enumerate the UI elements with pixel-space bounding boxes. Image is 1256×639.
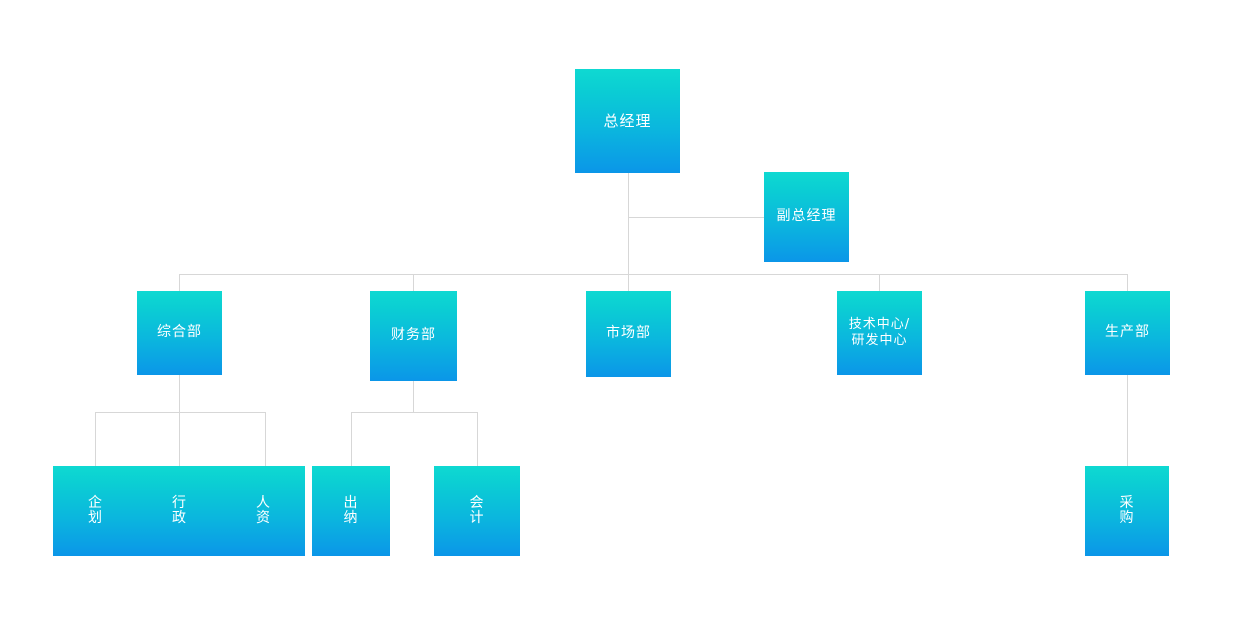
connector-gm-to-deputy [628,217,764,218]
node-accounting-char1: 会 [469,495,485,512]
connector-level2-bus [179,274,1128,275]
connector-finance-stem [413,381,414,412]
node-planning-char1: 企 [88,495,102,512]
connector-gm-trunk [628,173,629,274]
node-administration-char2: 政 [172,510,186,526]
connector-drop-tech-center [879,274,880,291]
node-tech-center[interactable]: 技术中心/ 研发中心 [837,291,922,375]
node-planning[interactable]: 企 划 [53,466,137,556]
node-procurement[interactable]: 采 购 [1085,466,1169,556]
node-finance[interactable]: 财务部 [370,291,457,381]
connector-drop-marketing [628,274,629,291]
node-marketing[interactable]: 市场部 [586,291,671,377]
node-deputy-general-manager-label: 副总经理 [776,208,837,225]
connector-drop-accounting [477,412,478,466]
node-accounting-char2: 计 [469,510,485,526]
node-procurement-label: 采 购 [1120,496,1135,525]
connector-production-to-procurement [1127,375,1128,466]
node-accounting-label: 会 计 [470,496,485,525]
node-general-manager[interactable]: 总经理 [575,69,680,173]
node-general-affairs[interactable]: 综合部 [137,291,222,375]
node-production[interactable]: 生产部 [1085,291,1170,375]
node-human-resources[interactable]: 人 资 [221,466,305,556]
node-finance-label: 财务部 [391,327,436,344]
node-deputy-general-manager[interactable]: 副总经理 [764,172,849,262]
node-production-label: 生产部 [1105,324,1150,341]
node-group-general-affairs-subunits: 企 划 行 政 人 资 [53,466,305,556]
node-marketing-label: 市场部 [606,325,651,342]
connector-general-affairs-bus [95,412,265,413]
node-procurement-char2: 购 [1119,510,1135,526]
connector-general-affairs-stem [179,375,180,412]
node-cashier-char2: 纳 [343,510,359,526]
connector-drop-planning [95,412,96,466]
node-administration-char1: 行 [172,495,186,512]
node-tech-center-line2: 研发中心 [851,333,908,348]
node-planning-label: 企 划 [88,496,102,525]
node-administration-label: 行 政 [172,496,186,525]
connector-drop-general-affairs [179,274,180,291]
node-planning-char2: 划 [88,510,102,526]
node-accounting[interactable]: 会 计 [434,466,520,556]
node-tech-center-line1: 技术中心/ [848,316,911,332]
node-general-affairs-label: 综合部 [157,324,202,341]
connector-drop-human-resources [265,412,266,466]
connector-drop-finance [413,274,414,291]
node-procurement-char1: 采 [1119,495,1135,512]
connector-finance-bus [351,412,478,413]
node-human-resources-char2: 资 [256,510,270,526]
node-cashier[interactable]: 出 纳 [312,466,390,556]
node-cashier-label: 出 纳 [344,496,359,525]
connector-drop-production [1127,274,1128,291]
node-general-manager-label: 总经理 [603,111,652,130]
connector-drop-cashier [351,412,352,466]
node-cashier-char1: 出 [343,495,359,512]
node-human-resources-label: 人 资 [256,496,270,525]
node-tech-center-label: 技术中心/ 研发中心 [849,317,910,350]
node-administration[interactable]: 行 政 [137,466,221,556]
connector-drop-administration [179,412,180,466]
node-human-resources-char1: 人 [256,495,270,512]
